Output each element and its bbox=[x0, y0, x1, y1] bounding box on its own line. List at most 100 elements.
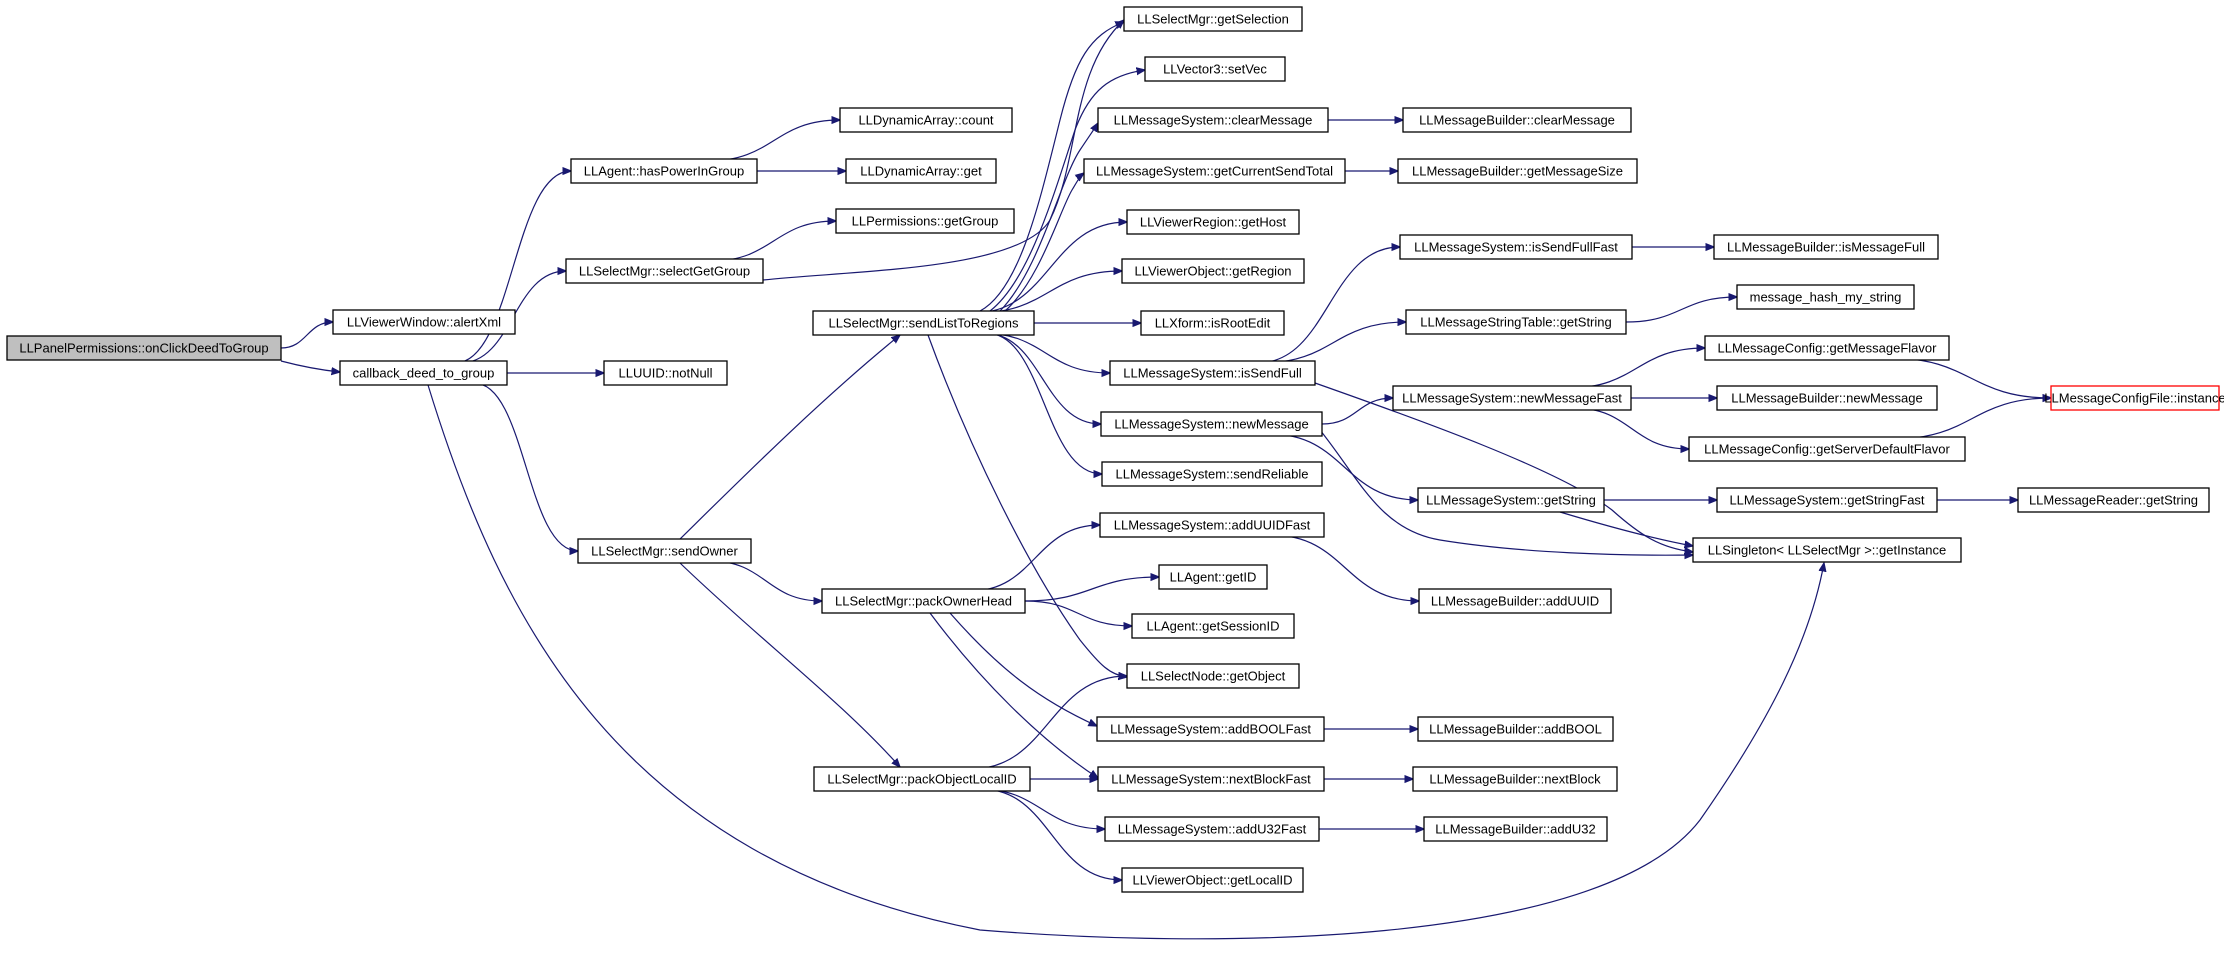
node-mcf-instance[interactable]: LLMessageConfigFile::instance bbox=[2044, 385, 2224, 411]
node-ms-clearmsg[interactable]: LLMessageSystem::clearMessage bbox=[1097, 107, 1329, 133]
node-label: LLSelectMgr::sendOwner bbox=[591, 544, 738, 559]
node-label: callback_deed_to_group bbox=[353, 366, 495, 381]
node-mb-getmsgsize[interactable]: LLMessageBuilder::getMessageSize bbox=[1397, 158, 1638, 184]
node-setvec[interactable]: LLVector3::setVec bbox=[1144, 56, 1286, 82]
node-ms-nextblockfast[interactable]: LLMessageSystem::nextBlockFast bbox=[1097, 766, 1325, 792]
node-label: LLUUID::notNull bbox=[619, 366, 713, 381]
node-label: LLXform::isRootEdit bbox=[1155, 316, 1271, 331]
node-mb-nextblock[interactable]: LLMessageBuilder::nextBlock bbox=[1412, 766, 1618, 792]
node-box bbox=[1121, 258, 1305, 284]
node-singleton[interactable]: LLSingleton< LLSelectMgr >::getInstance bbox=[1692, 537, 1962, 563]
node-mb-addbool[interactable]: LLMessageBuilder::addBOOL bbox=[1417, 716, 1614, 742]
node-mb-ismsgfull[interactable]: LLMessageBuilder::isMessageFull bbox=[1713, 234, 1939, 260]
node-ms-issendfullfast[interactable]: LLMessageSystem::isSendFullFast bbox=[1399, 234, 1633, 260]
node-ms-getstring[interactable]: LLMessageSystem::getString bbox=[1417, 487, 1605, 513]
node-ms-cursendtotal[interactable]: LLMessageSystem::getCurrentSendTotal bbox=[1083, 158, 1346, 184]
node-callback[interactable]: callback_deed_to_group bbox=[339, 360, 508, 386]
node-box bbox=[1399, 234, 1633, 260]
node-box bbox=[603, 360, 728, 386]
node-mb-clearmsg[interactable]: LLMessageBuilder::clearMessage bbox=[1402, 107, 1632, 133]
node-ms-adduuidfast[interactable]: LLMessageSystem::addUUIDFast bbox=[1099, 512, 1325, 538]
node-label: LLViewerObject::getLocalID bbox=[1133, 873, 1293, 888]
node-box bbox=[332, 309, 516, 335]
node-selnode-getobj[interactable]: LLSelectNode::getObject bbox=[1126, 663, 1300, 689]
node-mc-getserverflavor[interactable]: LLMessageConfig::getServerDefaultFlavor bbox=[1688, 436, 1966, 462]
node-notnull[interactable]: LLUUID::notNull bbox=[603, 360, 728, 386]
node-label: LLAgent::hasPowerInGroup bbox=[584, 164, 744, 179]
node-label: LLMessageBuilder::getMessageSize bbox=[1412, 164, 1623, 179]
node-label: LLSingleton< LLSelectMgr >::getInstance bbox=[1708, 543, 1947, 558]
node-box bbox=[1096, 716, 1325, 742]
node-msghash[interactable]: message_hash_my_string bbox=[1736, 284, 1915, 310]
node-label: LLMessageSystem::isSendFull bbox=[1123, 366, 1302, 381]
edge-sendowner-to-packownerhead bbox=[710, 560, 822, 601]
node-sendowner[interactable]: LLSelectMgr::sendOwner bbox=[577, 538, 752, 564]
node-vo-getlocalid[interactable]: LLViewerObject::getLocalID bbox=[1121, 867, 1304, 893]
node-ms-newmsg[interactable]: LLMessageSystem::newMessage bbox=[1100, 411, 1323, 437]
node-box bbox=[1716, 487, 1938, 513]
edge-sendowner-to-packobjlocal bbox=[679, 562, 900, 767]
node-ms-addboolfast[interactable]: LLMessageSystem::addBOOLFast bbox=[1096, 716, 1325, 742]
node-gethost[interactable]: LLViewerRegion::getHost bbox=[1126, 209, 1300, 235]
edge-packownerhead-to-agent_sessionid bbox=[1024, 600, 1132, 626]
node-permgetgroup[interactable]: LLPermissions::getGroup bbox=[835, 208, 1015, 234]
node-dynget[interactable]: LLDynamicArray::get bbox=[845, 158, 997, 184]
edge-packobjlocal-to-vo_getlocalid bbox=[981, 788, 1122, 880]
edge-ms_newmsgfast-to-mc_getserverflavor bbox=[1574, 407, 1689, 449]
node-label: LLMessageStringTable::getString bbox=[1420, 315, 1612, 330]
node-packobjlocal[interactable]: LLSelectMgr::packObjectLocalID bbox=[813, 766, 1031, 792]
edge-ms_getstring-to-singleton bbox=[1559, 511, 1693, 546]
node-mc-getflavor[interactable]: LLMessageConfig::getMessageFlavor bbox=[1704, 335, 1950, 361]
node-ms-sendreliable[interactable]: LLMessageSystem::sendReliable bbox=[1101, 461, 1323, 487]
edge-ms_newmsgfast-to-mc_getflavor bbox=[1568, 348, 1705, 389]
node-ms-addu32fast[interactable]: LLMessageSystem::addU32Fast bbox=[1104, 816, 1320, 842]
node-label: message_hash_my_string bbox=[1750, 290, 1902, 305]
edge-callback-to-haspower bbox=[455, 171, 571, 364]
edge-callback-to-singleton bbox=[427, 384, 1824, 940]
node-root[interactable]: LLPanelPermissions::onClickDeedToGroup bbox=[6, 335, 282, 361]
node-sendlist[interactable]: LLSelectMgr::sendListToRegions bbox=[812, 310, 1035, 336]
node-label: LLAgent::getID bbox=[1170, 570, 1257, 585]
edge-sendlist-to-ms_issendfull bbox=[981, 332, 1110, 373]
node-agent-getid[interactable]: LLAgent::getID bbox=[1158, 564, 1268, 590]
edge-sendlist-to-ms_sendreliable bbox=[986, 332, 1102, 474]
node-box bbox=[1418, 588, 1612, 614]
node-dyncount[interactable]: LLDynamicArray::count bbox=[839, 107, 1013, 133]
node-box bbox=[1099, 512, 1325, 538]
node-label: LLMessageBuilder::nextBlock bbox=[1429, 772, 1601, 787]
node-haspower[interactable]: LLAgent::hasPowerInGroup bbox=[570, 158, 758, 184]
node-ms-getstringfast[interactable]: LLMessageSystem::getStringFast bbox=[1716, 487, 1938, 513]
edge-sendlist-to-selnode_getobj bbox=[927, 334, 1127, 677]
node-agent-sessionid[interactable]: LLAgent::getSessionID bbox=[1131, 613, 1295, 639]
node-box bbox=[812, 310, 1035, 336]
node-box bbox=[2050, 385, 2220, 411]
node-box bbox=[1704, 335, 1950, 361]
edge-sendlist-to-ms_clearmsg bbox=[999, 123, 1098, 312]
node-ms-issendfull[interactable]: LLMessageSystem::isSendFull bbox=[1109, 360, 1316, 386]
node-ms-newmsgfast[interactable]: LLMessageSystem::newMessageFast bbox=[1392, 385, 1632, 411]
node-label: LLMessageSystem::nextBlockFast bbox=[1111, 772, 1311, 787]
node-label: LLSelectMgr::packOwnerHead bbox=[835, 594, 1012, 609]
node-mb-newmsg[interactable]: LLMessageBuilder::newMessage bbox=[1716, 385, 1938, 411]
node-label: LLSelectMgr::packObjectLocalID bbox=[827, 772, 1016, 787]
node-label: LLMessageSystem::getCurrentSendTotal bbox=[1096, 164, 1333, 179]
node-getregion[interactable]: LLViewerObject::getRegion bbox=[1121, 258, 1305, 284]
edge-selectgetgroup-to-getselection bbox=[762, 20, 1124, 281]
node-box bbox=[1736, 284, 1915, 310]
node-getselection[interactable]: LLSelectMgr::getSelection bbox=[1123, 6, 1303, 32]
node-mr-getstring[interactable]: LLMessageReader::getString bbox=[2017, 487, 2210, 513]
edge-ms_issendfull-to-ms_issendfullfast bbox=[1257, 247, 1400, 364]
node-isrootedit[interactable]: LLXform::isRootEdit bbox=[1140, 310, 1285, 336]
node-box bbox=[813, 766, 1031, 792]
node-selectgetgroup[interactable]: LLSelectMgr::selectGetGroup bbox=[565, 258, 764, 284]
node-box bbox=[1412, 766, 1618, 792]
node-packownerhead[interactable]: LLSelectMgr::packOwnerHead bbox=[821, 588, 1026, 614]
node-mb-adduuid[interactable]: LLMessageBuilder::addUUID bbox=[1418, 588, 1612, 614]
node-box bbox=[570, 158, 758, 184]
node-mst-getstring[interactable]: LLMessageStringTable::getString bbox=[1405, 309, 1627, 335]
edge-sendlist-to-gethost bbox=[973, 222, 1127, 314]
node-alertxml[interactable]: LLViewerWindow::alertXml bbox=[332, 309, 516, 335]
node-mb-addu32[interactable]: LLMessageBuilder::addU32 bbox=[1423, 816, 1608, 842]
edge-ms_issendfull-to-singleton bbox=[1314, 382, 1693, 552]
